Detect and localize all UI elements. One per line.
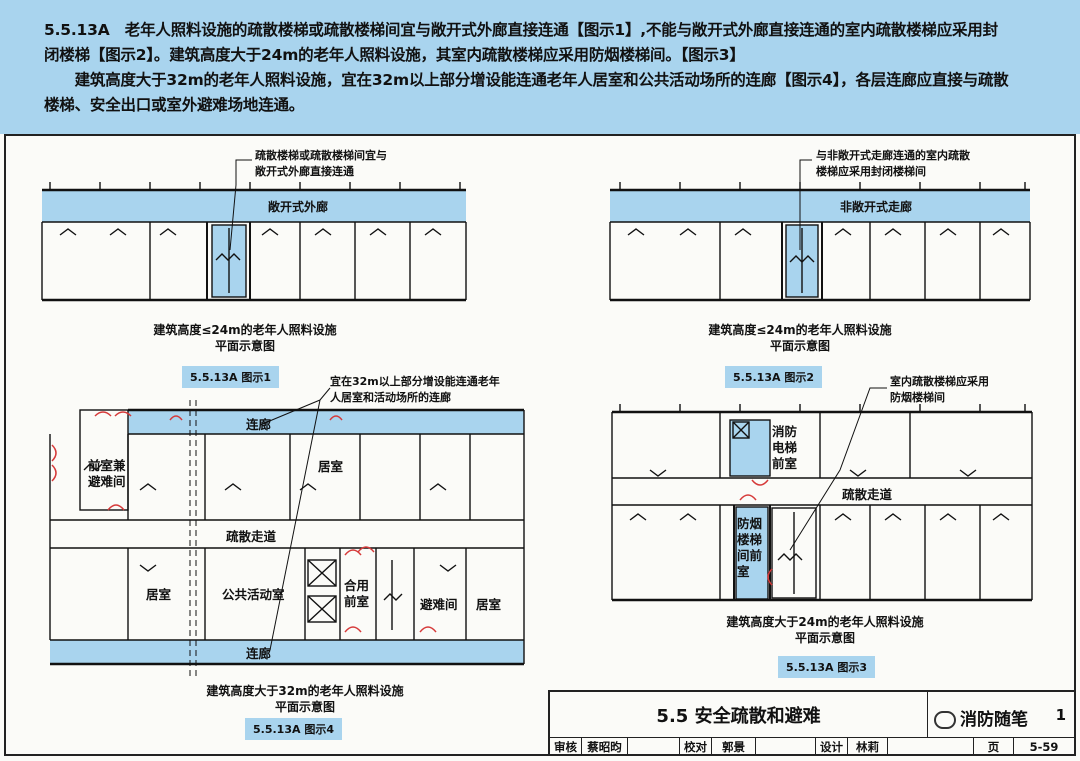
clause-line-4: 楼梯、安全出口或室外避难场地连通。 — [44, 96, 305, 114]
title-block-title: 5.5 安全疏散和避难 — [550, 692, 928, 738]
title-block-drawing-no — [928, 692, 1074, 738]
page-number: 5-59 — [1029, 740, 1059, 754]
fig4-room-right-label: 居室 — [476, 597, 502, 612]
drawing-frame — [4, 134, 1076, 756]
fig2-corridor-label: 非敞开式走廊 — [840, 200, 913, 214]
design-label: 设计 — [816, 738, 848, 756]
clause-header: 5.5.13A 老年人照料设施的疏散楼梯或疏散楼梯间宜与敞开式外廊直接连通【图示… — [0, 0, 1080, 134]
fig4-top-bridge — [128, 410, 524, 434]
fig3-note: 室内疏散楼梯应采用 防烟楼梯间 — [890, 375, 989, 404]
fig4-refuge-front-label: 前室兼避难间 — [88, 458, 126, 489]
fig3-tag: 5.5.13A 图示3 — [778, 656, 875, 678]
fig4-bottom-bridge — [50, 640, 524, 664]
fig4-doors — [51, 411, 437, 633]
checker-signature — [756, 738, 816, 756]
fig3-smoke-lobby — [735, 506, 769, 600]
designer-signature — [888, 738, 974, 756]
reviewer-name: 蔡昭昀 — [582, 738, 628, 756]
fig2-caption: 建筑高度≤24m的老年人照料设施 平面示意图 — [708, 323, 892, 353]
chat-bubble-icon — [934, 711, 956, 729]
fig2-tag: 5.5.13A 图示2 — [725, 366, 822, 388]
fig4-room-upper-label: 居室 — [318, 459, 344, 474]
check-label: 校对 — [680, 738, 712, 756]
fig2-note: 与非敞开式走廊连通的室内疏散 楼梯应采用封闭楼梯间 — [816, 149, 970, 178]
fig3-elevator-lobby — [729, 419, 771, 477]
fig4-corridor-label: 疏散走道 — [226, 529, 277, 544]
fig4-shared-lobby-label: 合用前室 — [344, 578, 370, 609]
fig4-note: 宜在32m以上部分增设能连通老年 人居室和活动场所的连廊 — [330, 375, 500, 404]
title-block-page-suffix: 1 — [1055, 706, 1066, 724]
clause-line-3: 建筑高度大于32m的老年人照料设施，宜在32m以上部分增设能连通老年人居室和公共… — [44, 71, 1009, 89]
fig4-plan — [49, 400, 525, 680]
fig4-activity-label: 公共活动室 — [222, 587, 285, 602]
fig1-plan — [41, 182, 467, 302]
watermark: 消防随笔 — [934, 705, 1028, 730]
fig3-doors — [739, 479, 773, 586]
page-label: 页 — [974, 738, 1014, 756]
clause-line-1: 5.5.13A 老年人照料设施的疏散楼梯或疏散楼梯间宜与敞开式外廊直接连通【图示… — [44, 21, 998, 39]
checker-name: 郭景 — [712, 738, 756, 756]
fig3-plan — [611, 404, 1033, 602]
fig4-caption: 建筑高度大于32m的老年人照料设施 平面示意图 — [206, 684, 404, 714]
fig2-plan — [609, 182, 1031, 302]
fig3-caption: 建筑高度大于24m的老年人照料设施 平面示意图 — [726, 615, 924, 645]
fig4-top-bridge-label: 连廊 — [246, 417, 272, 432]
clause-line-2: 闭楼梯【图示2】。建筑高度大于24m的老年人照料设施，其室内疏散楼梯应采用防烟楼… — [44, 46, 745, 64]
fig1-corridor-label: 敞开式外廊 — [268, 200, 329, 214]
review-label: 审核 — [550, 738, 582, 756]
fig4-refuge-label: 避难间 — [420, 597, 458, 612]
fig1-tag: 5.5.13A 图示1 — [182, 366, 279, 388]
reviewer-signature — [628, 738, 680, 756]
fig3-elevator-lobby-label: 消防电梯前室 — [772, 424, 798, 471]
fig1-open-corridor — [42, 190, 466, 222]
designer-name: 林莉 — [848, 738, 888, 756]
fig4-bottom-bridge-label: 连廊 — [246, 646, 272, 661]
title-block: 5.5 安全疏散和避难 消防随笔 1 审核 蔡昭昀 校对 郭景 设计 林莉 页 … — [548, 690, 1076, 756]
fig1-caption: 建筑高度≤24m的老年人照料设施 平面示意图 — [153, 323, 337, 353]
fig4-tag: 5.5.13A 图示4 — [245, 718, 342, 740]
leader-lines — [229, 159, 887, 651]
fig4-room-left-label: 居室 — [146, 587, 172, 602]
fig3-corridor-label: 疏散走道 — [842, 487, 893, 502]
fig2-corridor — [610, 190, 1030, 222]
title-block-signature-row: 审核 蔡昭昀 校对 郭景 设计 林莉 页 5-59 — [550, 738, 1074, 756]
fig3-smoke-lobby-label: 防烟楼梯间前室 — [737, 516, 763, 579]
fig1-note: 疏散楼梯或疏散楼梯间宜与 敞开式外廊直接连通 — [255, 149, 387, 178]
